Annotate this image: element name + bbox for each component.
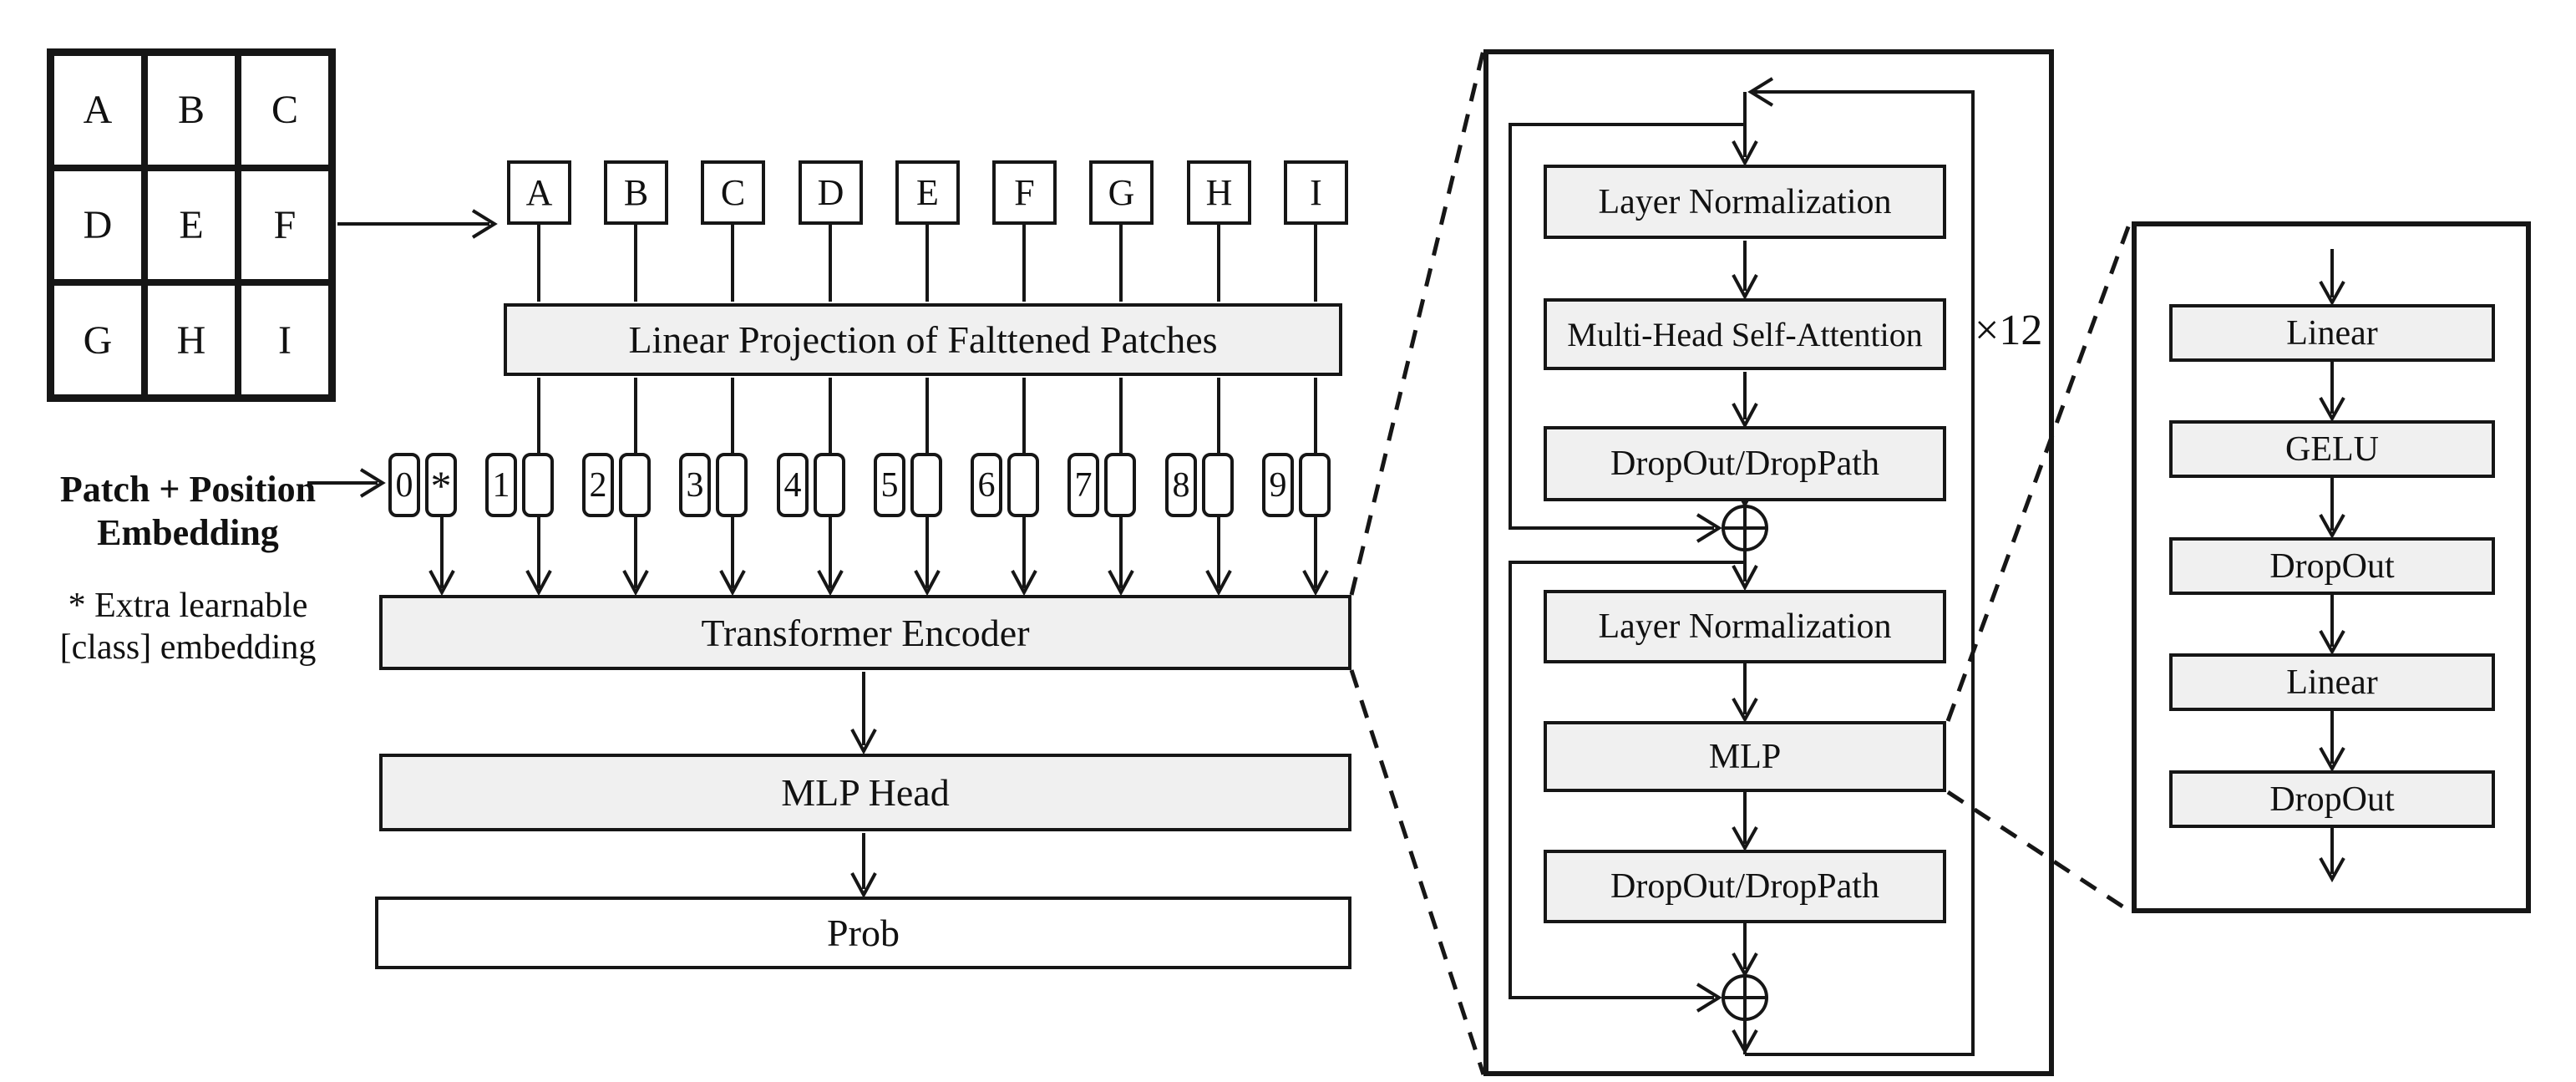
patch-position-embedding-label: Patch + Position Embedding: [33, 468, 342, 555]
patch-box: E: [895, 160, 960, 225]
token-embedding-cell: [1202, 453, 1234, 517]
token: 6: [971, 453, 1039, 517]
patch-box: F: [992, 160, 1057, 225]
sum-node-icon: [1722, 505, 1768, 551]
token-class-star: *: [425, 453, 457, 517]
dropout-box-2: DropOut: [2169, 770, 2495, 828]
mlphead-to-prob-arrow-icon: [850, 833, 877, 899]
token-embedding-cell: [814, 453, 845, 517]
mlp-detail-wires: [2319, 249, 2345, 883]
mlp-box: MLP: [1544, 721, 1946, 792]
multi-head-self-attention-box: Multi-Head Self-Attention: [1544, 298, 1946, 370]
zoom-dashed-connectors: [1349, 49, 2133, 1075]
patch-box: D: [799, 160, 863, 225]
token-number: 3: [679, 453, 711, 517]
grid-cell: A: [51, 53, 145, 168]
token: 5: [874, 453, 942, 517]
patch-box: A: [507, 160, 571, 225]
projection-to-token-lines: [537, 378, 1317, 455]
grid-cell: H: [145, 282, 238, 398]
patch-box: C: [701, 160, 765, 225]
token-to-encoder-arrows: [428, 517, 1329, 597]
grid-cell: B: [145, 53, 238, 168]
token-embedding-cell: [522, 453, 554, 517]
embedding-label-arrow-icon: [307, 468, 386, 498]
grid-to-patches-arrow-icon: [337, 209, 498, 239]
sum-node-icon: [1722, 974, 1768, 1021]
encoder-to-mlphead-arrow-icon: [850, 672, 877, 755]
label-line: [class] embedding: [59, 628, 317, 667]
encoder-detail-wires: [1509, 77, 1975, 1056]
token-number: 1: [485, 453, 517, 517]
token: 4: [777, 453, 845, 517]
dropout-droppath-box-1: DropOut/DropPath: [1544, 426, 1946, 501]
token-number: 4: [777, 453, 809, 517]
transformer-encoder-box: Transformer Encoder: [379, 595, 1351, 670]
grid-cell: D: [51, 167, 145, 283]
patch-box: H: [1187, 160, 1251, 225]
mlp-head-box: MLP Head: [379, 754, 1351, 831]
layer-norm-box-2: Layer Normalization: [1544, 590, 1946, 663]
layer-norm-box-1: Layer Normalization: [1544, 165, 1946, 239]
grid-cell: C: [238, 53, 332, 168]
class-embedding-note: * Extra learnable [class] embedding: [25, 585, 351, 668]
label-line: * Extra learnable: [68, 587, 308, 625]
label-line: Embedding: [97, 512, 279, 553]
token: 1: [485, 453, 554, 517]
token-embedding-cell: [1104, 453, 1136, 517]
token-embedding-cell: [716, 453, 748, 517]
prob-box: Prob: [375, 897, 1351, 969]
token: 2: [582, 453, 651, 517]
patch-box: G: [1089, 160, 1154, 225]
grid-cell: F: [238, 167, 332, 283]
token: 3: [679, 453, 748, 517]
token-embedding-cell: [1007, 453, 1039, 517]
token-number: 0: [388, 453, 420, 517]
patch-box: I: [1284, 160, 1348, 225]
token-number: 9: [1262, 453, 1294, 517]
token: 7: [1067, 453, 1136, 517]
patch-box: B: [604, 160, 668, 225]
token: 8: [1165, 453, 1234, 517]
token-embedding-cell: [619, 453, 651, 517]
token: 9: [1262, 453, 1331, 517]
label-line: Patch + Position: [59, 469, 317, 510]
linear-box-1: Linear: [2169, 304, 2495, 362]
token-number: 6: [971, 453, 1002, 517]
dropout-droppath-box-2: DropOut/DropPath: [1544, 850, 1946, 923]
linear-projection-box: Linear Projection of Falttened Patches: [504, 303, 1342, 376]
token-number: 2: [582, 453, 614, 517]
token-number: 5: [874, 453, 905, 517]
dropout-box-1: DropOut: [2169, 537, 2495, 595]
token: 0 *: [388, 453, 457, 517]
grid-cell: G: [51, 282, 145, 398]
grid-cell: E: [145, 167, 238, 283]
token-embedding-cell: [1299, 453, 1331, 517]
input-image-grid: A B C D E F G H I: [47, 48, 336, 402]
token-number: 8: [1165, 453, 1197, 517]
repeat-multiplier-label: ×12: [1975, 307, 2043, 354]
token-embedding-cell: [910, 453, 942, 517]
gelu-box: GELU: [2169, 420, 2495, 478]
grid-cell: I: [238, 282, 332, 398]
linear-box-2: Linear: [2169, 653, 2495, 711]
token-number: 7: [1067, 453, 1099, 517]
patch-to-projection-lines: [537, 225, 1317, 302]
